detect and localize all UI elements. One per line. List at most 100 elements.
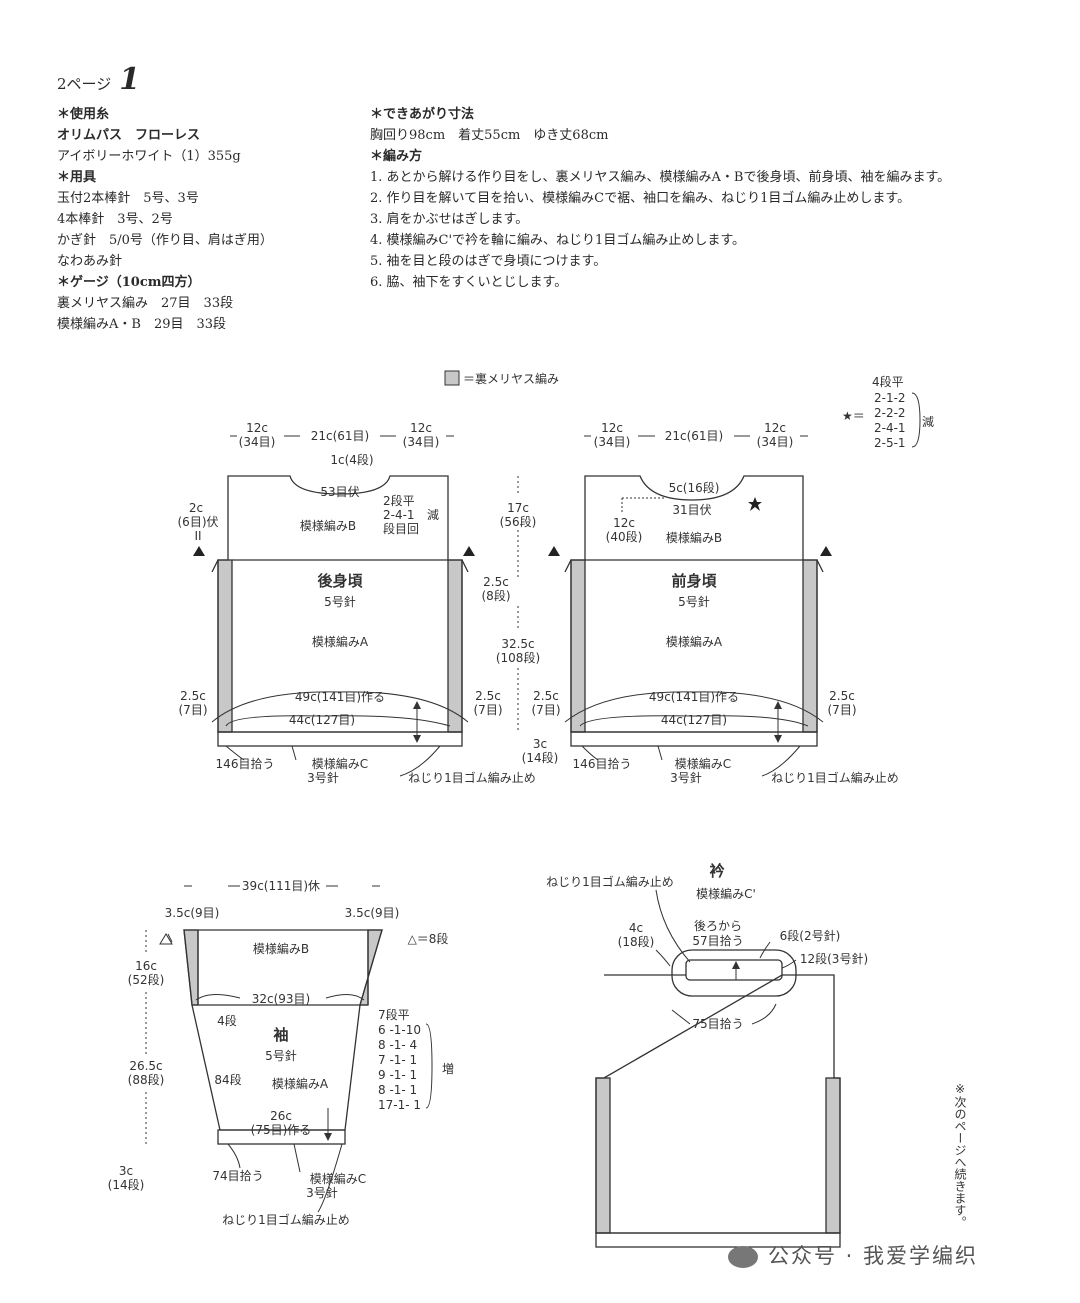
front-top-right-2: (34目): [757, 435, 794, 449]
collar-pickup: 75目拾う: [692, 1016, 743, 1031]
back-needle-3: 3号針: [307, 770, 339, 785]
inc-head: 7段平: [378, 1007, 410, 1022]
wechat-icon: [728, 1246, 758, 1268]
method-heading: ＊編み方: [370, 149, 423, 164]
sleeve-triangle: △＝8段: [408, 931, 449, 946]
legend-swatch: [444, 370, 460, 386]
back-side-left-2: (7目): [179, 703, 208, 717]
dec-row: 2-4-1: [874, 421, 906, 435]
sleeve-right-1: 3.5c(9目): [345, 906, 400, 920]
inc-row: 6 -1-10: [378, 1023, 421, 1037]
front-needle-3: 3号針: [670, 770, 702, 785]
sleeve-labels: 39c(111目)休 3.5c(9目) 3.5c(9目) △＝8段 模様編みB …: [108, 879, 454, 1227]
back-side-left-1: 2.5c: [180, 689, 206, 703]
collar-piece: [595, 949, 841, 1248]
sleeve-cast-1: 26c: [270, 1109, 292, 1123]
back-side-right-2: (7目): [474, 703, 503, 717]
center-v2: 2.5c: [483, 575, 509, 589]
center-v4: 3c: [533, 737, 547, 751]
collar-left-2: (18段): [618, 934, 655, 949]
center-v1: 17c: [507, 501, 529, 515]
back-top-mid: 21c(61目): [311, 429, 370, 443]
front-pattern-a: 模様編みA: [666, 634, 723, 649]
size-value: 胸回り98cm 着丈55cm ゆき丈68cm: [370, 128, 609, 143]
sleeve-top: 39c(111目)休: [242, 879, 320, 893]
materials-section: ＊使用糸 オリムパス フローレス アイボリーホワイト（1）355g ＊用具 玉付…: [57, 104, 273, 335]
inc-row: 8 -1- 4: [378, 1038, 417, 1052]
gauge-item: 模様編みA・B 29目 33段: [57, 317, 227, 332]
inc-label: 増: [442, 1062, 454, 1076]
front-side-2: (40段): [606, 529, 643, 544]
back-side-right-1: 2.5c: [475, 689, 501, 703]
sleeve-four: 4段: [217, 1013, 237, 1028]
front-needle: 5号針: [678, 594, 710, 609]
sleeve-pattern-b: 模様編みB: [253, 941, 309, 956]
tool-item: 玉付2本棒針 5号、3号: [57, 191, 199, 206]
method-step: 5. 袖を目と段のはぎで身頃につけます。: [370, 254, 607, 269]
sleeve-pattern-a: 模様編みA: [272, 1076, 329, 1091]
back-neck-dec-1: 2段平: [383, 493, 415, 508]
back-neck-bind: 53目伏: [320, 485, 359, 499]
tools-heading: ＊用具: [57, 170, 97, 185]
collar-right-1: 6段(2号針): [780, 928, 841, 943]
front-dimension-lines: [564, 435, 824, 777]
pattern-number: 1: [119, 62, 141, 97]
back-pattern-a: 模様編みA: [312, 634, 369, 649]
front-width: 44c(127目): [661, 713, 727, 727]
front-top-right-1: 12c: [764, 421, 786, 435]
size-heading: ＊できあがり寸法: [370, 107, 475, 122]
back-dimension-lines: [211, 435, 469, 777]
front-pattern-b: 模様編みB: [666, 530, 722, 545]
sleeve-v1b: (52段): [128, 972, 165, 987]
center-v1b: (56段): [500, 514, 537, 529]
front-side-right-1: 2.5c: [829, 689, 855, 703]
front-top-mid: 21c(61目): [665, 429, 724, 443]
sleeve-piece: [183, 929, 383, 1145]
watermark-text: 公众号 · 我爱学编织: [768, 1244, 979, 1268]
sleeve-v3b: (14段): [108, 1177, 145, 1192]
collar-dimension-lines: [655, 889, 797, 1025]
yarn-color: アイボリーホワイト（1）355g: [57, 149, 241, 164]
sleeve-v2b: (88段): [128, 1072, 165, 1087]
sleeve-bind-off: ねじり1目ゴム編み止め: [222, 1212, 350, 1227]
triangle-icon: [463, 546, 475, 556]
sleeve-title: 袖: [273, 1026, 288, 1044]
collar-right-2: 12段(3号針): [800, 951, 868, 966]
star-icon: [748, 497, 762, 511]
back-top-left-2: (34目): [239, 435, 276, 449]
sleeve-needle-3: 3号針: [306, 1185, 338, 1200]
sleeve-left-1: 3.5c(9目): [165, 906, 220, 920]
triangle-icon: [193, 546, 205, 556]
sleeve-pickup: 74目拾う: [212, 1168, 263, 1183]
back-shoulder-2: (6目)伏: [178, 515, 219, 529]
dec-row: 2-1-2: [874, 391, 906, 405]
gauge-heading: ＊ゲージ（10cm四方）: [57, 275, 201, 290]
front-bind-off: ねじり1目ゴム編み止め: [771, 770, 899, 785]
front-body-piece: [564, 475, 824, 747]
center-v3: 32.5c: [501, 637, 534, 651]
back-top-right-1: 12c: [410, 421, 432, 435]
front-side-right-2: (7目): [828, 703, 857, 717]
center-v3b: (108段): [496, 650, 540, 665]
sleeve-v3: 3c: [119, 1164, 133, 1178]
tool-item: なわあみ針: [57, 254, 123, 269]
sleeve-dimension-lines: [145, 885, 433, 1213]
front-neck-bind: 31目伏: [672, 503, 711, 517]
back-neck-dec-2: 2-4-1: [383, 508, 415, 522]
collar-pattern: 模様編みC': [696, 886, 756, 901]
back-needle: 5号針: [324, 594, 356, 609]
tool-item: 4本棒針 3号、2号: [57, 212, 173, 227]
method-step: 3. 肩をかぶせはぎします。: [370, 212, 529, 227]
dec-star: ★＝: [842, 409, 865, 423]
sleeve-needle: 5号針: [265, 1048, 297, 1063]
sleeve-mid: 32c(93目): [252, 992, 311, 1006]
front-pattern-c: 模様編みC: [675, 756, 731, 771]
sleeve-pattern-c: 模様編みC: [310, 1171, 366, 1186]
front-side-left-1: 2.5c: [533, 689, 559, 703]
back-title: 後身頃: [316, 572, 363, 590]
sleeve-v2: 26.5c: [129, 1059, 162, 1073]
front-side-left-2: (7目): [532, 703, 561, 717]
back-pattern-c: 模様編みC: [312, 756, 368, 771]
back-top-left-1: 12c: [246, 421, 268, 435]
